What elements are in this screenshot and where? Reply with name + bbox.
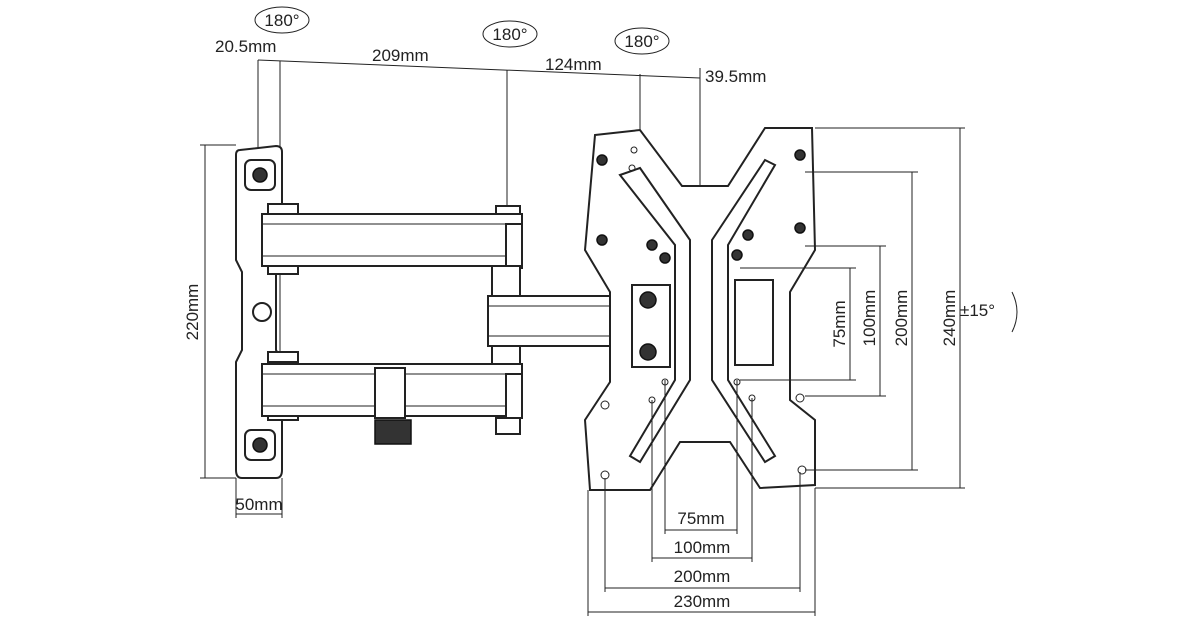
wall-plate xyxy=(235,144,283,479)
dim-220: 220mm xyxy=(183,284,202,341)
dim-h100: 100mm xyxy=(674,538,731,557)
dim-209: 209mm xyxy=(372,46,429,65)
dim-v100: 100mm xyxy=(860,290,879,347)
dim-v200: 200mm xyxy=(892,290,911,347)
rotation-badges: 180° 180° 180° xyxy=(254,6,670,55)
top-dimension-lines xyxy=(257,59,701,210)
dim-v75: 75mm xyxy=(830,300,849,347)
rotation-label-right: 180° xyxy=(624,32,659,51)
arms xyxy=(261,203,613,445)
dim-39-5: 39.5mm xyxy=(705,67,766,86)
rotation-label-mid: 180° xyxy=(492,25,527,44)
dim-124: 124mm xyxy=(545,55,602,74)
rotation-icon xyxy=(254,6,310,34)
dim-20-5: 20.5mm xyxy=(215,37,276,56)
rotation-icon xyxy=(482,20,538,48)
dim-h200: 200mm xyxy=(674,567,731,586)
tv-plate xyxy=(583,127,817,491)
dim-h230: 230mm xyxy=(674,592,731,611)
rotation-label-left: 180° xyxy=(264,11,299,30)
vertical-dimension-lines xyxy=(740,127,965,489)
dim-v240: 240mm xyxy=(940,290,959,347)
horizontal-dimension-lines xyxy=(587,380,816,616)
rotation-icon xyxy=(614,27,670,55)
dim-h75: 75mm xyxy=(677,509,724,528)
tilt-label: ±15° xyxy=(960,301,995,320)
tilt-arrow-icon xyxy=(1011,291,1018,333)
dim-50: 50mm xyxy=(235,495,282,514)
